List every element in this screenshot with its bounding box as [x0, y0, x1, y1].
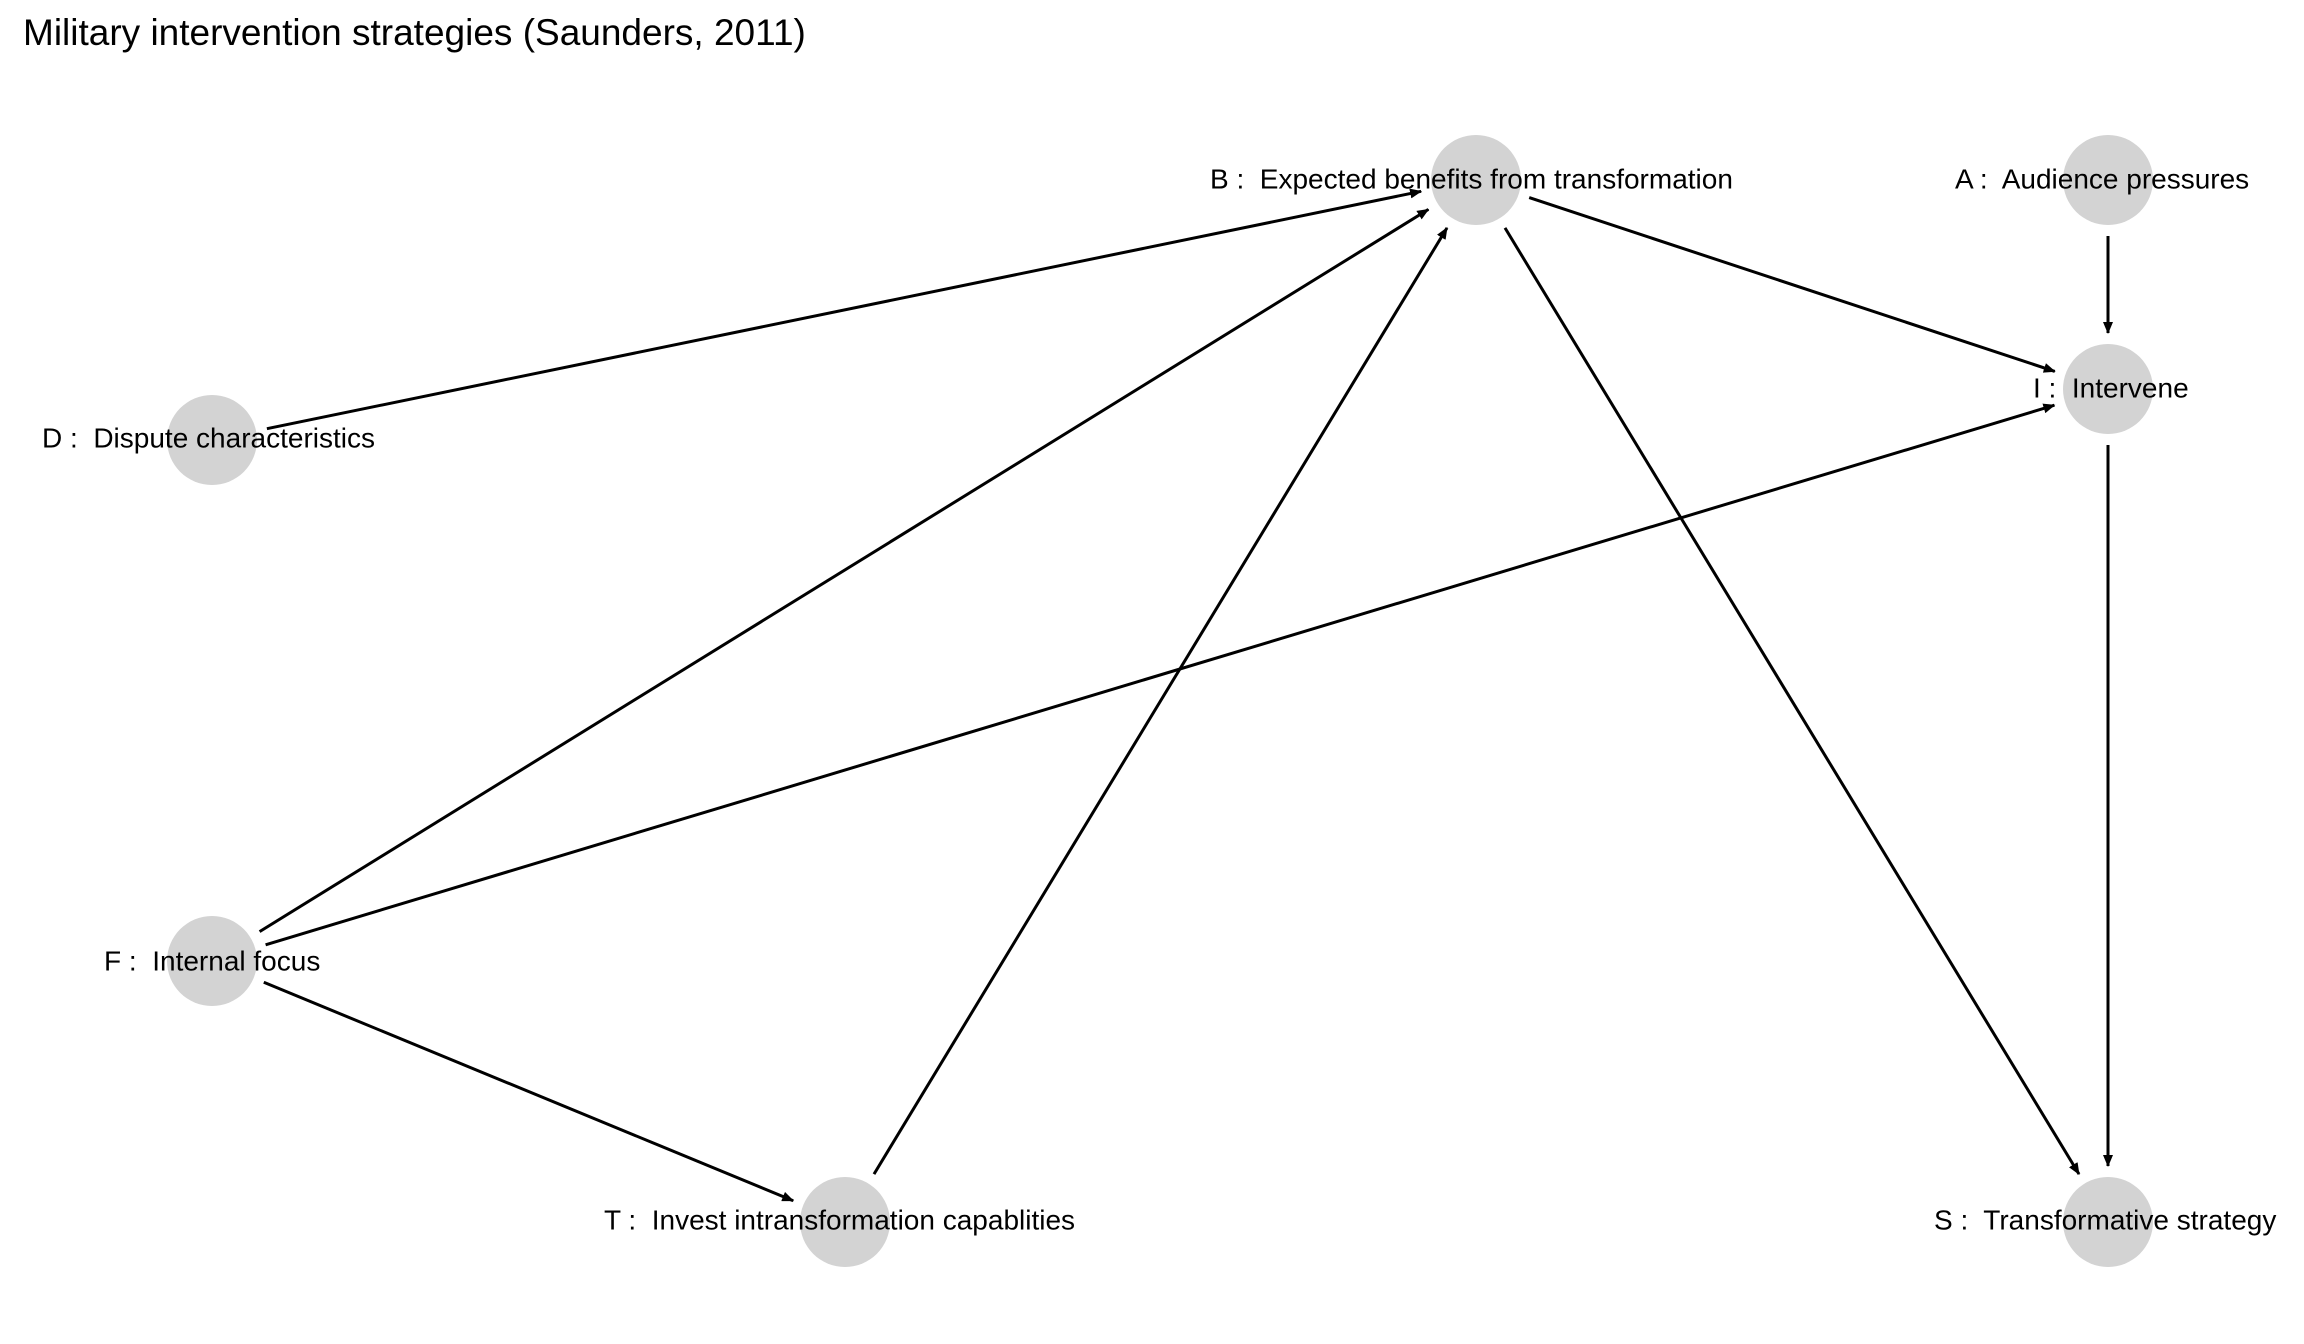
node-t-label: T : Invest intransformation capablities [604, 1204, 1075, 1235]
node-f-label: F : Internal focus [104, 945, 320, 976]
edge-f-to-i [265, 403, 2056, 947]
node-d-circle [167, 395, 257, 485]
node-t-circle [800, 1177, 890, 1267]
node-b-circle [1431, 135, 1521, 225]
nodes-layer [167, 135, 2153, 1267]
edge-t-to-b [872, 227, 1449, 1175]
labels-layer: B : Expected benefits from transformatio… [42, 163, 2276, 1235]
diagram-title: Military intervention strategies (Saunde… [23, 12, 806, 53]
node-b-label: B : Expected benefits from transformatio… [1210, 163, 1733, 194]
node-s-circle [2063, 1177, 2153, 1267]
edge-b-to-s [1503, 227, 2081, 1175]
node-i-circle [2063, 344, 2153, 434]
edge-d-to-b [266, 188, 1423, 431]
node-s-label: S : Transformative strategy [1934, 1204, 2276, 1235]
edge-b-to-i [1528, 196, 2056, 373]
edges-layer [258, 188, 2113, 1203]
edge-f-to-b [258, 208, 1430, 933]
node-i-label: I : Intervene [2033, 372, 2189, 403]
node-a-circle [2063, 135, 2153, 225]
edge-f-to-t [263, 980, 795, 1203]
node-f-circle [167, 916, 257, 1006]
node-d-label: D : Dispute characteristics [42, 422, 375, 453]
node-a-label: A : Audience pressures [1955, 163, 2249, 194]
